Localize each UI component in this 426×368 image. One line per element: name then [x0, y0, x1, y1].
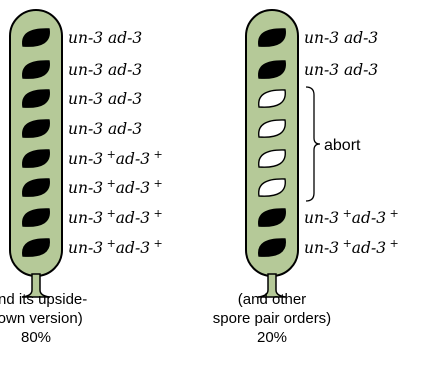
genotype-label: un-3 +ad-3 +: [68, 148, 163, 168]
genotype-label: un-3 ad-3: [68, 29, 142, 47]
abort-bracket: [305, 86, 321, 202]
abort-label: abort: [324, 137, 361, 154]
caption-line: (and other: [238, 291, 306, 308]
genotype-label: un-3 +ad-3 +: [68, 207, 163, 227]
genotype-label: un-3 ad-3: [304, 61, 378, 79]
genotype-label: un-3 +ad-3 +: [304, 237, 399, 257]
genotype-label: un-3 ad-3: [68, 61, 142, 79]
spore-black: [258, 28, 286, 47]
spore-black: [22, 149, 50, 168]
spore-black: [258, 60, 286, 79]
ascus-right: un-3 ad-3 un-3 ad-3 un-3 +ad-3 + un-3 +ad-3…: [213, 9, 399, 346]
spore-white: [258, 149, 286, 168]
percentage-label: 80%: [21, 329, 51, 346]
spore-black: [258, 208, 286, 227]
spore-black: [22, 89, 50, 108]
genotype-label: un-3 +ad-3 +: [304, 207, 399, 227]
spore-black: [22, 60, 50, 79]
spore-black: [22, 208, 50, 227]
ascus-left: un-3 ad-3 un-3 ad-3 un-3 ad-3 un-3 ad-3 un-3…: [0, 9, 163, 346]
spore-white: [258, 178, 286, 197]
genotype-label: un-3 +ad-3 +: [68, 177, 163, 197]
spore-black: [22, 178, 50, 197]
genotype-label: un-3 ad-3: [304, 29, 378, 47]
caption-line: spore pair orders): [213, 310, 331, 327]
ascus-stem: [21, 273, 51, 298]
caption-line: down version): [0, 310, 83, 327]
percentage-label: 20%: [257, 329, 287, 346]
ascus-tube: [9, 9, 63, 277]
caption-line: (and its upside-: [0, 291, 87, 308]
genotype-label: un-3 ad-3: [68, 120, 142, 138]
ascus-tube: [245, 9, 299, 277]
ascus-stem: [257, 273, 287, 298]
spore-white: [258, 119, 286, 138]
spore-white: [258, 89, 286, 108]
spore-black: [258, 238, 286, 257]
genotype-label: un-3 +ad-3 +: [68, 237, 163, 257]
spore-black: [22, 238, 50, 257]
spore-black: [22, 28, 50, 47]
spore-black: [22, 119, 50, 138]
genotype-label: un-3 ad-3: [68, 90, 142, 108]
